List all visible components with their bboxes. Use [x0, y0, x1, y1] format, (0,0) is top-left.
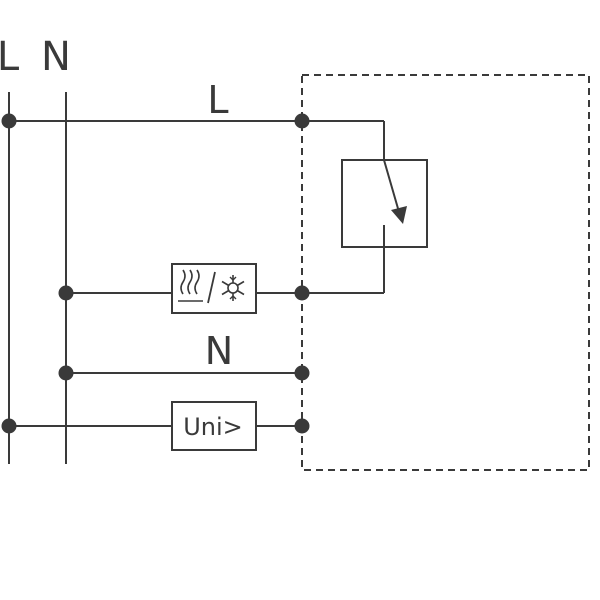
heat-cool-selector-icon [178, 269, 245, 304]
terminal-dot [294, 113, 310, 129]
wire-label-l: L [207, 78, 228, 122]
junction-dot [1, 113, 17, 129]
wire-label-n: N [205, 329, 233, 373]
device-enclosure [301, 74, 590, 471]
uni-module [171, 401, 257, 451]
junction-dot [58, 365, 74, 381]
bus-label-l: L [0, 34, 20, 80]
switch-arrow-icon [391, 206, 407, 224]
uni-module-label: Uni> [183, 413, 243, 441]
junction-dot [58, 285, 74, 301]
heat-cool-module [171, 263, 257, 314]
terminal-dot [294, 365, 310, 381]
terminal-dot [294, 418, 310, 434]
terminal-dot [294, 285, 310, 301]
junction-dot [1, 418, 17, 434]
bus-label-n: N [41, 34, 71, 80]
switch-contact-arm [383, 159, 400, 213]
